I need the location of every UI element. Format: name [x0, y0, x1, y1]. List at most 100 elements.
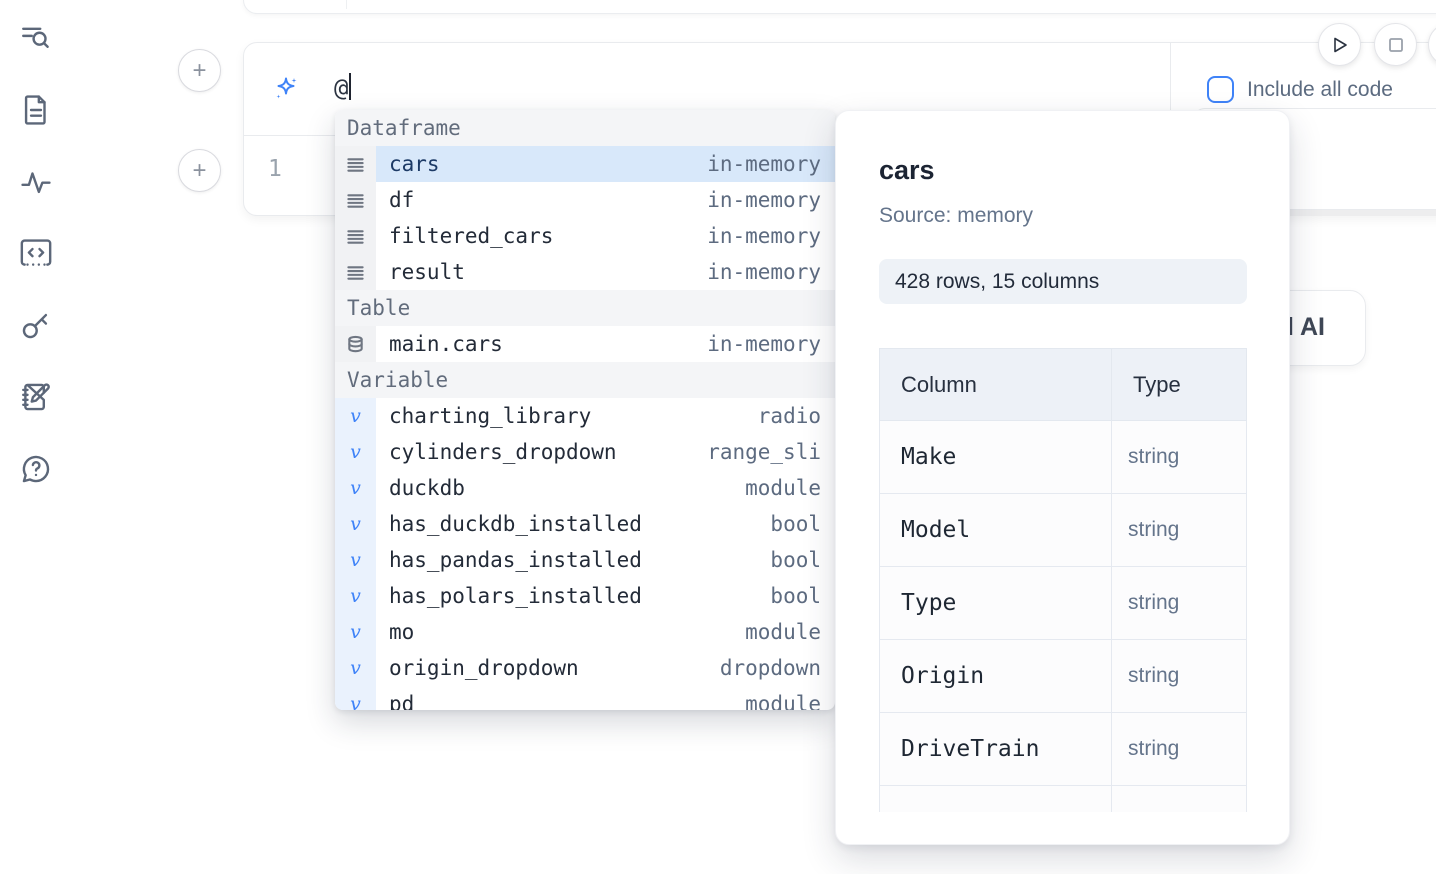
item-type: in-memory — [707, 152, 821, 176]
include-all-code-checkbox[interactable] — [1207, 76, 1234, 103]
item-type: radio — [758, 404, 821, 428]
schema-row-partial — [880, 786, 1247, 813]
schema-column-type: string — [1112, 421, 1247, 494]
autocomplete-item-origin_dropdown[interactable]: v origin_dropdown dropdown — [335, 650, 835, 686]
autocomplete-section-header: Variable — [335, 362, 835, 398]
item-name: cylinders_dropdown — [389, 440, 617, 464]
item-type: bool — [770, 512, 821, 536]
autocomplete-item-duckdb[interactable]: vduckdb module — [335, 470, 835, 506]
variable-icon: v — [335, 506, 376, 542]
item-type: module — [745, 620, 821, 644]
item-name: main.cars — [389, 332, 503, 356]
schema-column-name: DriveTrain — [880, 713, 1112, 786]
run-button[interactable] — [1318, 23, 1361, 66]
ai-action-label: l AI — [1287, 313, 1325, 342]
autocomplete-item-has_duckdb_installed[interactable]: v has_duckdb_installed bool — [335, 506, 835, 542]
item-name: has_duckdb_installed — [389, 512, 642, 536]
schema-row: Modelstring — [880, 494, 1247, 567]
line-number: 1 — [268, 156, 282, 182]
file-explorer-search-icon[interactable] — [19, 21, 53, 55]
item-type: in-memory — [707, 260, 821, 284]
schema-column-type: string — [1112, 494, 1247, 567]
activity-pulse-icon[interactable] — [19, 165, 53, 199]
item-name: filtered_cars — [389, 224, 553, 248]
schema-header: Type — [1112, 349, 1247, 421]
code-snippets-icon[interactable] — [19, 237, 53, 271]
preview-shape-badge: 428 rows, 15 columns — [879, 259, 1247, 304]
autocomplete-item-has_pandas_installed[interactable]: v has_pandas_installed bool — [335, 542, 835, 578]
item-type: module — [745, 476, 821, 500]
item-name: mo — [389, 620, 414, 644]
include-all-code-label: Include all code — [1247, 78, 1393, 102]
schema-row: DriveTrainstring — [880, 713, 1247, 786]
item-type: in-memory — [707, 224, 821, 248]
variable-icon: v — [335, 470, 376, 506]
autocomplete-item-main.cars[interactable]: main.carsin-memory — [335, 326, 835, 362]
item-name: has_polars_installed — [389, 584, 642, 608]
schema-column-type: string — [1112, 713, 1247, 786]
autocomplete-item-filtered_cars[interactable]: filtered_cars in-memory — [335, 218, 835, 254]
item-type: module — [745, 692, 821, 710]
item-name: duckdb — [389, 476, 465, 500]
preview-source: Source: memory — [879, 204, 1033, 228]
autocomplete-item-cars[interactable]: cars in-memory — [335, 146, 835, 182]
schema-column-name: Type — [880, 567, 1112, 640]
schema-column-name: Model — [880, 494, 1112, 567]
autocomplete-dropdown: Dataframecarsin-memorydfin-memoryfiltere… — [335, 110, 835, 710]
add-cell-button-bottom[interactable]: + — [178, 149, 221, 192]
autocomplete-item-mo[interactable]: vmo module — [335, 614, 835, 650]
scratchpad-notebook-icon[interactable] — [19, 380, 53, 414]
left-sidebar — [0, 0, 72, 874]
dataframe-icon — [335, 146, 376, 182]
autocomplete-item-cylinders_dropdown[interactable]: v cylinders_dropdown range_sli — [335, 434, 835, 470]
item-name: result — [389, 260, 465, 284]
help-chat-icon[interactable] — [19, 452, 53, 486]
variable-icon: v — [335, 650, 376, 686]
item-type: dropdown — [720, 656, 821, 680]
dataframe-preview-popup: cars Source: memory 428 rows, 15 columns… — [835, 110, 1290, 845]
variable-icon: v — [335, 578, 376, 614]
autocomplete-item-result[interactable]: result in-memory — [335, 254, 835, 290]
autocomplete-item-has_polars_installed[interactable]: v has_polars_installed bool — [335, 578, 835, 614]
schema-column-name: Make — [880, 421, 1112, 494]
autocomplete-item-pd[interactable]: vpd module — [335, 686, 835, 710]
autocomplete-item-charting_library[interactable]: v charting_library radio — [335, 398, 835, 434]
schema-row: Originstring — [880, 640, 1247, 713]
add-cell-button-top[interactable]: + — [178, 49, 221, 92]
text-cursor — [349, 73, 351, 100]
item-name: has_pandas_installed — [389, 548, 642, 572]
variable-icon: v — [335, 542, 376, 578]
item-name: origin_dropdown — [389, 656, 579, 680]
item-type: range_sli — [707, 440, 821, 464]
dataframe-icon — [335, 182, 376, 218]
preview-schema-table: ColumnTypeMakestringModelstringTypestrin… — [879, 348, 1248, 812]
ai-prompt-input[interactable]: @ — [334, 73, 351, 102]
item-name: charting_library — [389, 404, 591, 428]
schema-row: Typestring — [880, 567, 1247, 640]
autocomplete-section-header: Table — [335, 290, 835, 326]
previous-cell-gutter-divider — [346, 0, 347, 9]
stop-button[interactable] — [1374, 23, 1417, 66]
schema-column-type: string — [1112, 640, 1247, 713]
variable-icon: v — [335, 686, 376, 710]
previous-cell-edge — [243, 0, 1436, 14]
preview-title: cars — [879, 155, 935, 186]
item-type: bool — [770, 548, 821, 572]
autocomplete-section-header: Dataframe — [335, 110, 835, 146]
dataframe-icon — [335, 218, 376, 254]
variable-icon: v — [335, 434, 376, 470]
variable-icon: v — [335, 398, 376, 434]
autocomplete-item-df[interactable]: df in-memory — [335, 182, 835, 218]
database-icon — [335, 326, 376, 362]
item-name: df — [389, 188, 414, 212]
document-icon[interactable] — [19, 93, 53, 127]
item-type: in-memory — [707, 188, 821, 212]
item-type: bool — [770, 584, 821, 608]
item-name: pd — [389, 692, 414, 710]
schema-header: Column — [880, 349, 1112, 421]
schema-row: Makestring — [880, 421, 1247, 494]
key-icon[interactable] — [19, 308, 53, 342]
item-name: cars — [389, 152, 440, 176]
variable-icon: v — [335, 614, 376, 650]
